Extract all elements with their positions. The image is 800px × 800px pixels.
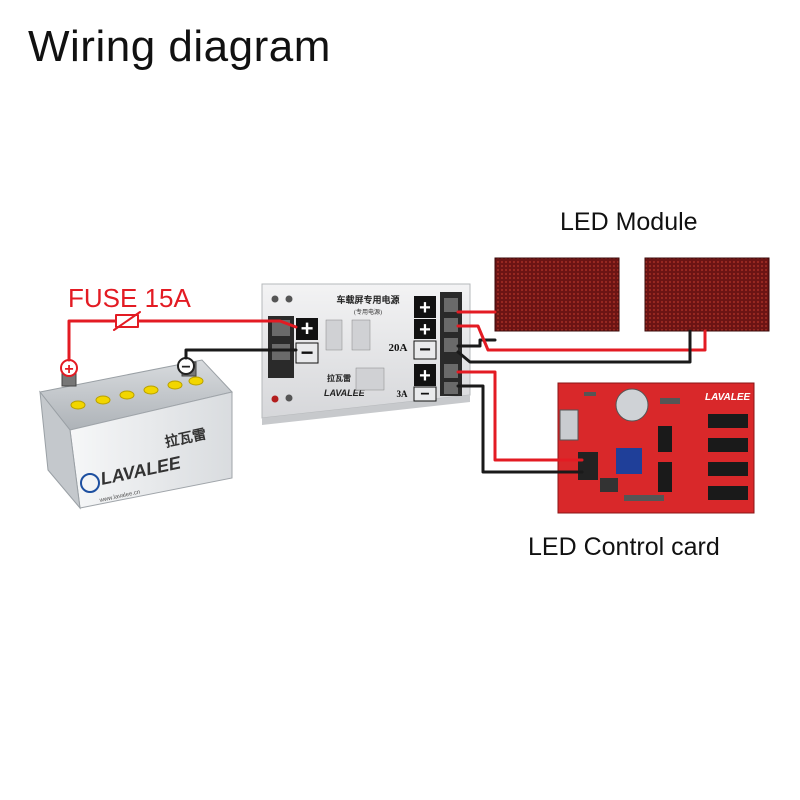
wire-module2-negative	[456, 329, 692, 364]
card-brand: LAVALEE	[705, 392, 751, 403]
wire-module2-positive	[456, 324, 707, 352]
wire-card-negative	[456, 384, 584, 474]
converter-output-plus-2: +	[419, 319, 431, 341]
converter-output-main: 20A	[389, 342, 408, 354]
converter-brand: LAVALEE	[324, 388, 366, 398]
converter-output-plus-3: +	[419, 365, 431, 387]
wires	[67, 310, 707, 474]
battery: + − 拉瓦雷 LAVALEE www.lavalee.cn	[39, 357, 233, 510]
converter-chinese-title: 车载屏专用电源	[336, 294, 399, 305]
converter-output-aux: 3A	[397, 389, 409, 399]
wire-battery-negative	[184, 348, 298, 360]
converter-output-minus-2: −	[420, 386, 429, 403]
led-control-card: LAVALEE	[557, 382, 755, 514]
led-module-label: LED Module	[560, 208, 698, 236]
converter-output-minus-1: −	[419, 339, 431, 361]
led-module-2	[644, 257, 770, 332]
power-converter: + − 车载屏专用电源 (专用电源) 20A 拉瓦雷 LAVALEE 3A + …	[261, 283, 471, 425]
converter-chinese-brand: 拉瓦雷	[327, 373, 351, 383]
wire-module1-negative	[456, 338, 497, 348]
converter-input-minus: −	[301, 340, 314, 365]
converter-subtitle: (专用电源)	[354, 308, 382, 316]
page-title: Wiring diagram	[28, 22, 331, 71]
wire-battery-positive	[67, 319, 298, 362]
wire-card-positive	[456, 370, 584, 462]
fuse-label: FUSE 15A	[68, 283, 191, 313]
converter-output-plus-1: +	[419, 297, 431, 319]
battery-positive-symbol: +	[64, 361, 73, 378]
battery-negative-symbol: −	[181, 359, 190, 376]
led-module-1	[494, 257, 620, 332]
converter-input-plus: +	[301, 316, 314, 341]
led-control-card-label: LED Control card	[528, 533, 720, 561]
